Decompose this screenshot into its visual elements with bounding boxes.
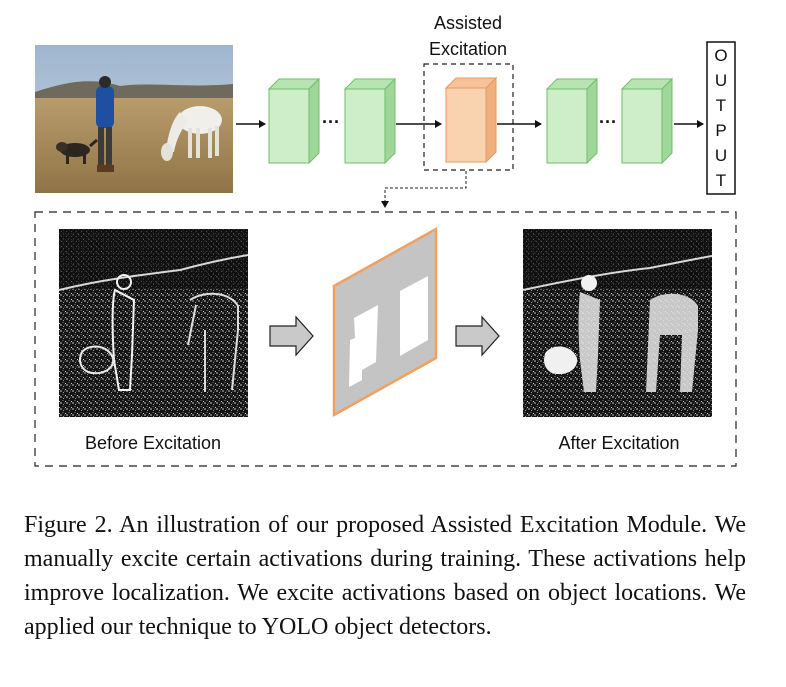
figure-caption: Figure 2. An illustration of our propose… xyxy=(24,508,746,644)
ellipsis-1: ··· xyxy=(322,112,340,132)
architecture-figure: ··· Assisted Excitation ··· O U T P U T xyxy=(34,13,737,467)
conv-layer-4 xyxy=(620,77,674,165)
before-excitation-label: Before Excitation xyxy=(85,433,221,453)
mask-to-after-arrow xyxy=(455,315,500,357)
after-feature-map xyxy=(522,229,713,417)
assisted-excitation-box xyxy=(423,63,514,171)
after-excitation-label: After Excitation xyxy=(558,433,679,453)
output-letter-6: T xyxy=(716,171,726,190)
output-letter-1: O xyxy=(714,46,727,65)
ellipsis-2: ··· xyxy=(599,112,617,132)
before-to-mask-arrow xyxy=(269,315,314,357)
dog-figure xyxy=(56,138,98,164)
output-box: O U T P U T xyxy=(706,41,736,195)
caption-label: Figure 2. xyxy=(24,512,113,538)
caption-text: An illustration of our proposed Assisted… xyxy=(24,512,746,640)
assisted-label-line2: Excitation xyxy=(429,39,507,59)
excitation-layer xyxy=(444,76,498,164)
input-photo xyxy=(35,45,233,193)
excitation-mask xyxy=(332,226,438,418)
conv-layer-2 xyxy=(343,77,397,165)
assisted-label-line1: Assisted xyxy=(434,13,502,33)
person-figure xyxy=(96,76,114,172)
conv-layer-3 xyxy=(545,77,599,165)
before-feature-map xyxy=(58,229,249,417)
output-letter-3: T xyxy=(716,96,726,115)
output-letter-4: P xyxy=(715,121,726,140)
output-letter-2: U xyxy=(715,71,727,90)
detail-connector xyxy=(381,171,467,208)
detail-panel xyxy=(34,211,737,467)
conv-layer-1 xyxy=(267,77,321,165)
output-letter-5: U xyxy=(715,146,727,165)
horse-figure xyxy=(161,106,222,161)
